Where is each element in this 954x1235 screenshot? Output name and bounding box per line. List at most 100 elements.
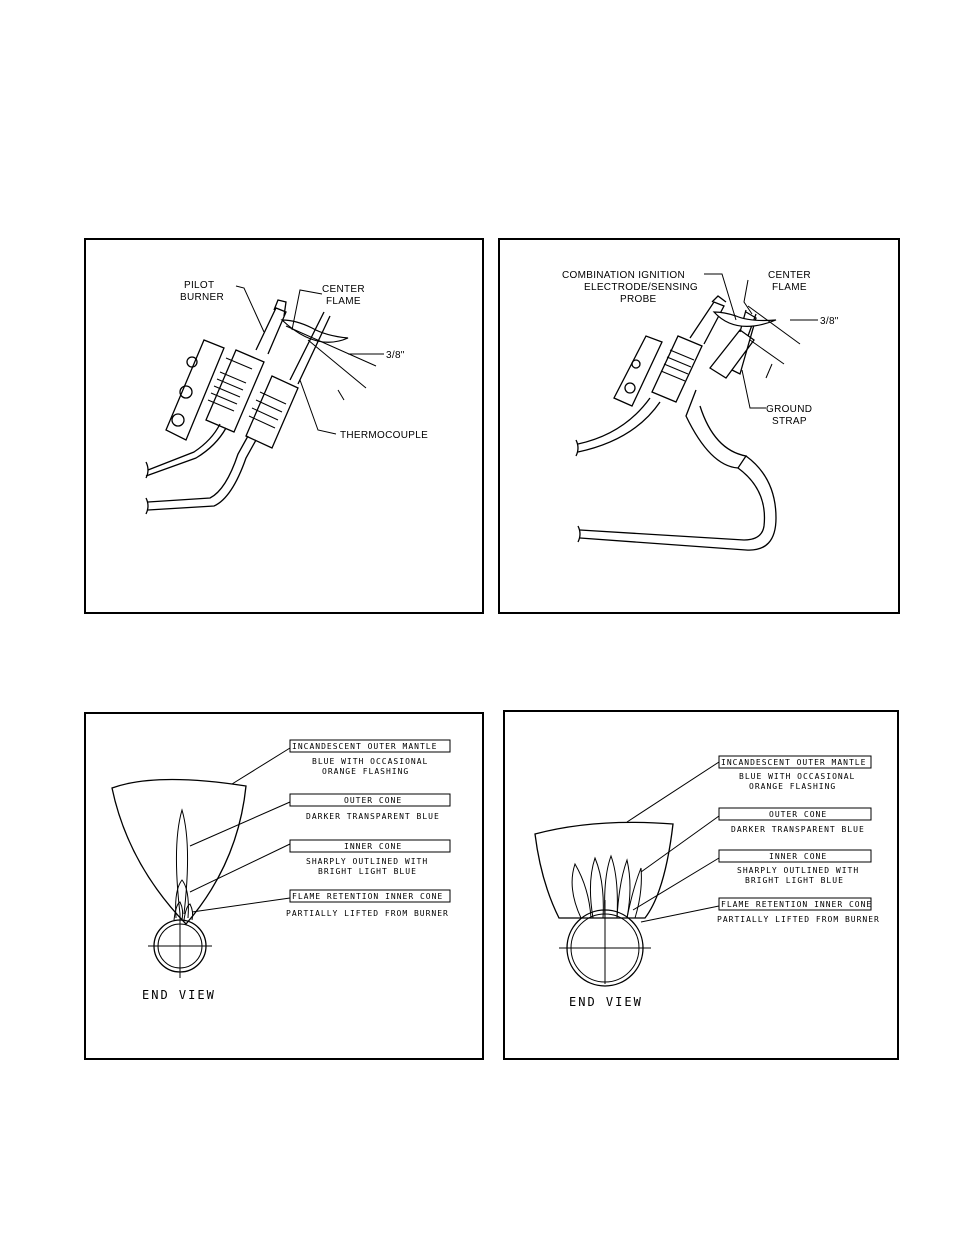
ground-strap bbox=[731, 311, 757, 375]
pilot-hood-tip bbox=[711, 295, 727, 303]
outer-cone-shape bbox=[175, 808, 189, 915]
pilot-burner-body bbox=[651, 335, 703, 403]
center-flame-label-1: CENTER bbox=[322, 284, 365, 295]
bracket-hole bbox=[186, 356, 198, 368]
center-flame-label-1: CENTER bbox=[768, 270, 811, 281]
ignition-lead-boot bbox=[685, 389, 748, 469]
inner-cone-label: INNER CONE bbox=[769, 852, 827, 861]
pilot-fitting-threads bbox=[207, 357, 253, 412]
bracket-hole bbox=[631, 359, 641, 369]
outer-mantle-leader bbox=[231, 747, 291, 785]
center-flame-label-2: FLAME bbox=[772, 282, 807, 293]
inner-cone-desc-2: BRIGHT LIGHT BLUE bbox=[745, 876, 844, 885]
combination-label-3: PROBE bbox=[620, 294, 657, 305]
center-flame-label-2: FLAME bbox=[326, 296, 361, 307]
outer-mantle-box bbox=[289, 739, 451, 753]
retention-leader bbox=[191, 897, 291, 913]
outer-mantle-label: INCANDESCENT OUTER MANTLE bbox=[292, 742, 437, 751]
port-flames bbox=[571, 854, 642, 919]
pilot-burner-leader bbox=[235, 285, 265, 333]
inner-cone-box bbox=[718, 849, 872, 863]
dimension-line bbox=[747, 305, 801, 345]
outer-mantle-shape bbox=[111, 778, 247, 925]
thermocouple-rod bbox=[289, 311, 325, 381]
multiport-flame-panel: INCANDESCENT OUTER MANTLE BLUE WITH OCCA… bbox=[503, 710, 899, 1060]
pilot-thermocouple-diagram: PILOT BURNER CENTER FLAME 3/8" THERMOCOU… bbox=[145, 280, 428, 515]
ignition-electrode-diagram: COMBINATION IGNITION ELECTRODE/SENSING P… bbox=[562, 270, 839, 551]
inner-cone-leader bbox=[189, 843, 291, 893]
bracket-hole bbox=[624, 382, 636, 394]
outer-cone-desc: DARKER TRANSPARENT BLUE bbox=[731, 825, 865, 834]
outer-mantle-shape bbox=[534, 821, 674, 919]
outer-mantle-label: INCANDESCENT OUTER MANTLE bbox=[721, 758, 866, 767]
dimension-line bbox=[285, 325, 377, 367]
thermocouple-leader bbox=[299, 379, 337, 435]
dimension-label: 3/8" bbox=[820, 316, 839, 327]
bracket-hole bbox=[179, 385, 193, 399]
pilot-thermocouple-panel: PILOT BURNER CENTER FLAME 3/8" THERMOCOU… bbox=[84, 238, 484, 614]
inner-cone-desc-1: SHARPLY OUTLINED WITH bbox=[737, 866, 859, 875]
multiport-flame-diagram: INCANDESCENT OUTER MANTLE BLUE WITH OCCA… bbox=[534, 755, 880, 1009]
thermocouple-rod bbox=[297, 315, 331, 385]
outer-cone-box bbox=[718, 807, 872, 821]
ignition-lead-cable bbox=[579, 467, 766, 541]
thermocouple-threads bbox=[248, 391, 287, 429]
thermocouple-lead bbox=[147, 439, 257, 511]
pilot-hood-tip bbox=[273, 299, 287, 317]
mounting-bracket bbox=[165, 339, 225, 441]
ground-strap-leader bbox=[741, 369, 766, 409]
inner-cone-box bbox=[289, 839, 451, 853]
ignition-lead-cable bbox=[579, 455, 777, 551]
outer-mantle-desc-1: BLUE WITH OCCASIONAL bbox=[312, 757, 428, 766]
pilot-supply-tube bbox=[145, 427, 227, 477]
retention-leader bbox=[640, 905, 720, 923]
center-flame-leader bbox=[743, 279, 753, 315]
retention-desc: PARTIALLY LIFTED FROM BURNER bbox=[717, 915, 880, 924]
outer-cone-box bbox=[289, 793, 451, 807]
dimension-arrow bbox=[765, 363, 773, 379]
outer-mantle-desc-1: BLUE WITH OCCASIONAL bbox=[739, 772, 855, 781]
pilot-burner-label-1: PILOT bbox=[184, 280, 214, 291]
outer-cone-label: OUTER CONE bbox=[344, 796, 402, 805]
dimension-label: 3/8" bbox=[386, 350, 405, 361]
single-flame-diagram: INCANDESCENT OUTER MANTLE BLUE WITH OCCA… bbox=[111, 739, 451, 1002]
end-view-label: END VIEW bbox=[569, 995, 643, 1009]
inner-cone-leader bbox=[632, 857, 720, 911]
single-flame-panel: INCANDESCENT OUTER MANTLE BLUE WITH OCCA… bbox=[84, 712, 484, 1060]
retention-label: FLAME RETENTION INNER CONE bbox=[292, 892, 443, 901]
retention-desc: PARTIALLY LIFTED FROM BURNER bbox=[286, 909, 449, 918]
dimension-arrow bbox=[337, 389, 345, 401]
outer-mantle-leader bbox=[626, 761, 720, 823]
pilot-fitting-threads bbox=[660, 349, 695, 382]
inner-cone-desc-2: BRIGHT LIGHT BLUE bbox=[318, 867, 417, 876]
retention-label: FLAME RETENTION INNER CONE bbox=[721, 900, 872, 909]
inner-cone-shape bbox=[175, 879, 189, 919]
dimension-line bbox=[307, 339, 367, 389]
pilot-supply-tube bbox=[577, 401, 661, 453]
electrode-insulator bbox=[709, 329, 755, 379]
combination-leader bbox=[704, 273, 737, 321]
outer-cone-desc: DARKER TRANSPARENT BLUE bbox=[306, 812, 440, 821]
pilot-supply-tube bbox=[577, 397, 651, 445]
bracket-hole bbox=[171, 413, 185, 427]
outer-mantle-desc-2: ORANGE FLASHING bbox=[322, 767, 409, 776]
pilot-hood bbox=[689, 301, 725, 345]
retention-box bbox=[718, 897, 872, 911]
inner-cone-desc-1: SHARPLY OUTLINED WITH bbox=[306, 857, 428, 866]
outer-cone-leader bbox=[640, 815, 720, 873]
thermocouple-label: THERMOCOUPLE bbox=[340, 430, 428, 441]
ground-strap-label-1: GROUND bbox=[766, 404, 812, 415]
tube-break-marks bbox=[145, 461, 149, 515]
outer-cone-label: OUTER CONE bbox=[769, 810, 827, 819]
center-flame-shape bbox=[712, 311, 777, 327]
dimension-line bbox=[749, 339, 785, 365]
ignition-electrode-panel: COMBINATION IGNITION ELECTRODE/SENSING P… bbox=[498, 238, 900, 614]
pilot-burner-body bbox=[205, 349, 265, 433]
end-view-label: END VIEW bbox=[142, 988, 216, 1002]
center-flame-leader bbox=[291, 289, 323, 331]
thermocouple-fitting bbox=[245, 375, 299, 449]
tube-break-marks bbox=[575, 439, 581, 543]
pilot-hood bbox=[255, 307, 287, 355]
outer-mantle-desc-2: ORANGE FLASHING bbox=[749, 782, 836, 791]
outer-mantle-box bbox=[718, 755, 872, 769]
